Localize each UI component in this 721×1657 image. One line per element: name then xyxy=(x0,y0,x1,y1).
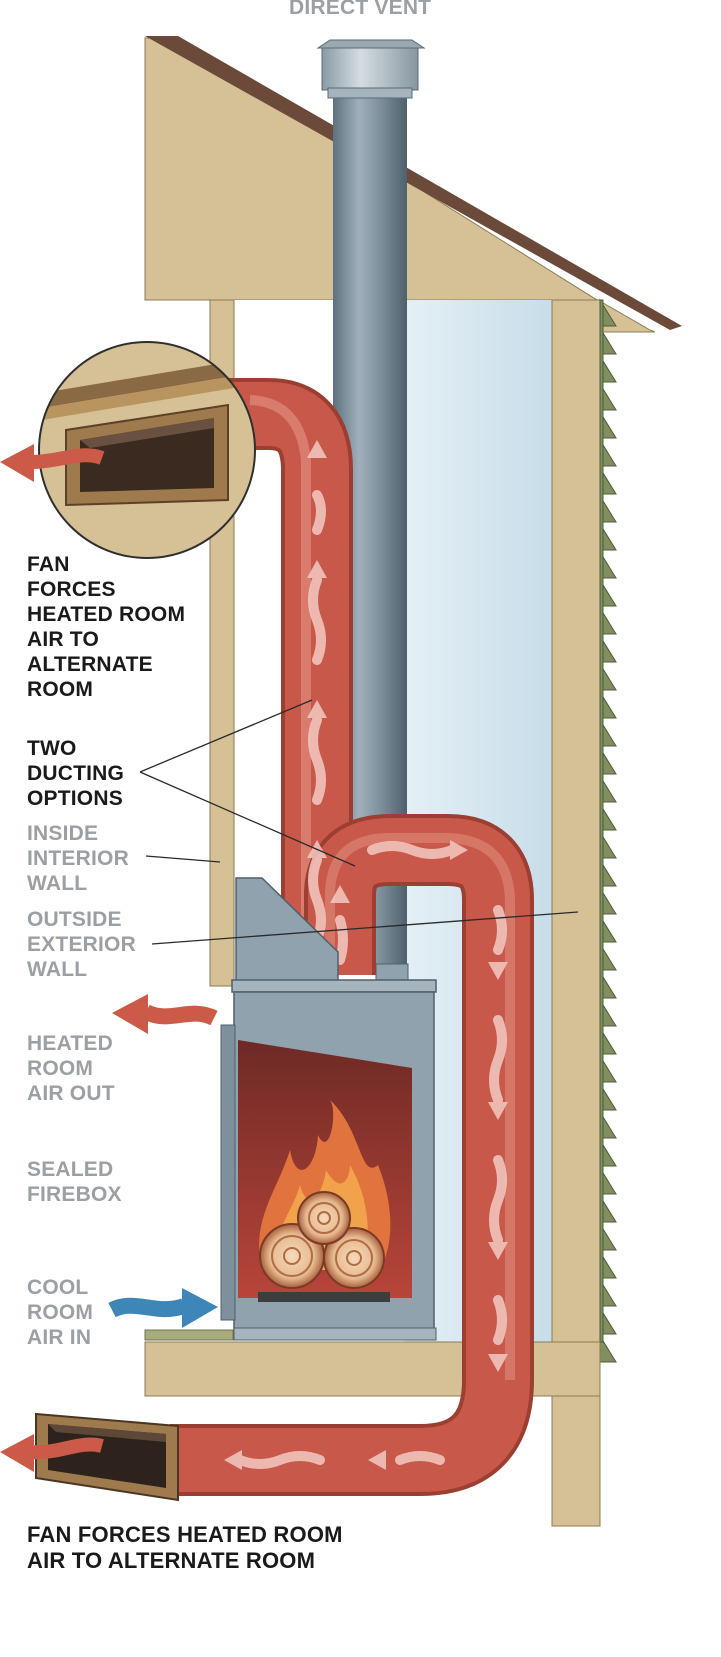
leader-two-ducting-a xyxy=(139,699,313,773)
outside-exterior-wall-label: OUTSIDE EXTERIOR WALL xyxy=(27,908,136,981)
vent-cap-band xyxy=(327,87,413,99)
fireplace-top-hood xyxy=(235,877,339,983)
vent-cap xyxy=(316,39,426,49)
cool-room-air-in-label: COOL ROOM AIR IN xyxy=(27,1276,94,1349)
exterior-duct-shine xyxy=(325,833,515,1380)
vent-cap-body xyxy=(321,47,419,91)
bottom-register xyxy=(35,1412,179,1502)
leader-lines xyxy=(139,699,579,945)
fireplace-bottom-plate xyxy=(233,1327,437,1341)
log-right xyxy=(323,1227,385,1289)
ducts xyxy=(170,378,534,1496)
room-air-arrows xyxy=(0,444,218,1472)
hot-air-arrow-bottom xyxy=(31,1437,104,1460)
fan-forces-top-label: FAN FORCES HEATED ROOM AIR TO ALTERNATE … xyxy=(27,553,186,701)
roof-edge xyxy=(145,36,682,330)
upper-duct-fill xyxy=(220,382,349,975)
siding-strip xyxy=(599,299,604,1343)
logs xyxy=(259,1191,385,1289)
inside-interior-wall-label: INSIDE INTERIOR WALL xyxy=(27,822,129,895)
log-grate xyxy=(258,1292,390,1302)
heated-room-air-out-label: HEATED ROOM AIR OUT xyxy=(27,1032,115,1105)
leader-two-ducting-b xyxy=(139,771,356,867)
leader-outside-wall xyxy=(151,911,579,945)
fan-forces-bottom-label: FAN FORCES HEATED ROOM AIR TO ALTERNATE … xyxy=(27,1522,343,1573)
two-ducting-options-label: TWO DUCTING OPTIONS xyxy=(27,737,125,810)
cool-air-arrow-in xyxy=(108,1297,187,1318)
upper-duct-shine xyxy=(249,395,311,975)
duct-airflow-arrows xyxy=(224,440,508,1470)
fireplace xyxy=(220,877,437,1341)
direct-vent-label: DIRECT VENT xyxy=(289,0,432,19)
fireplace-door-frame xyxy=(220,1024,236,1321)
hot-air-arrow-top xyxy=(31,448,105,469)
exterior-duct-fill xyxy=(170,818,530,1492)
siding xyxy=(599,298,617,1363)
fireplace-top-plate xyxy=(231,979,437,993)
leader-inside-wall xyxy=(145,855,221,863)
vent-collar xyxy=(375,963,409,981)
hearth-pad xyxy=(144,1329,234,1341)
sealed-firebox-label: SEALED FIREBOX xyxy=(27,1158,122,1206)
log-top xyxy=(297,1191,351,1245)
hot-air-arrow-out xyxy=(142,1004,218,1026)
